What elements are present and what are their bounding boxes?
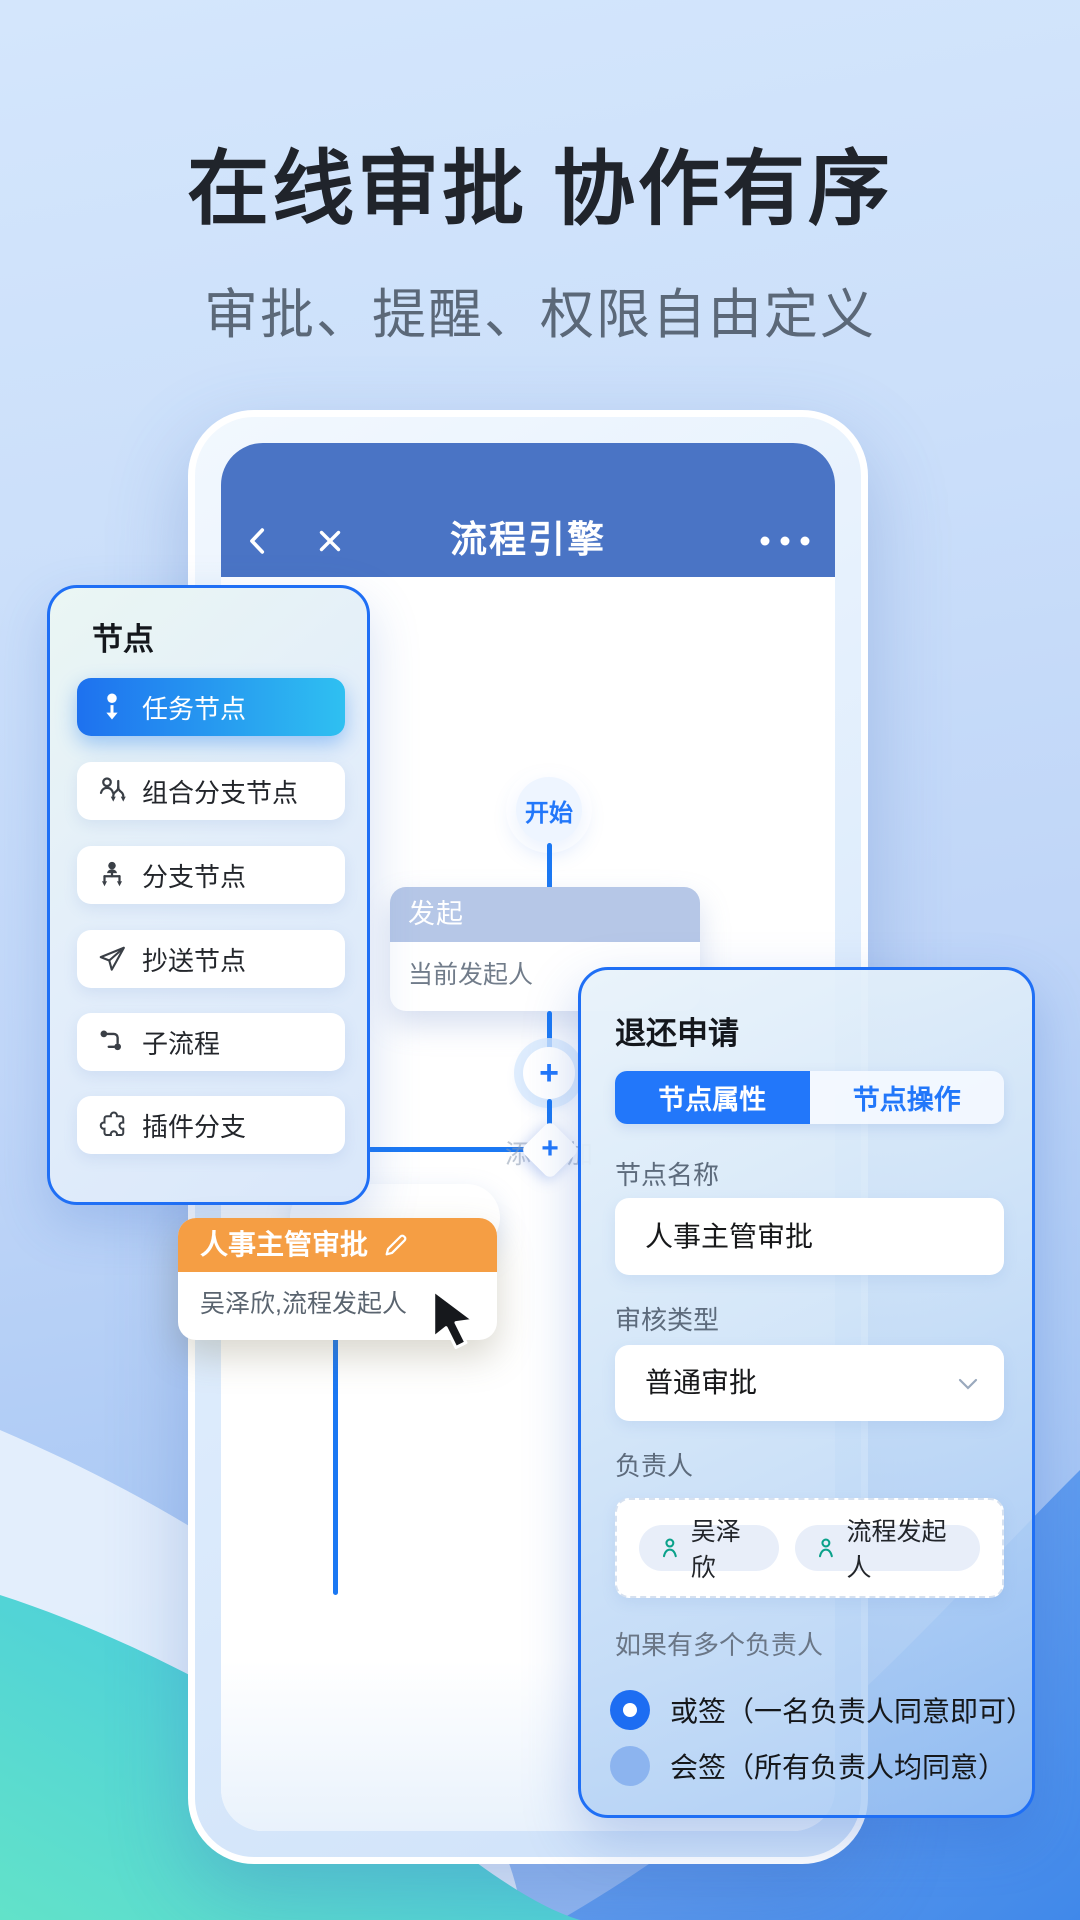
palette-item-branch[interactable]: 分支节点 (77, 846, 345, 904)
palette-item-label: 抄送节点 (142, 945, 247, 976)
branch-icon (102, 861, 122, 887)
palette-item-label: 插件分支 (142, 1111, 247, 1142)
flow-start-node[interactable]: 开始 (516, 777, 582, 843)
node-name-label: 节点名称 (615, 1160, 720, 1190)
props-panel-title: 退还申请 (615, 1016, 739, 1051)
approval-node-subtitle: 吴泽欣,流程发起人 (200, 1290, 407, 1318)
flow-connector (547, 843, 552, 890)
radio-selected-icon[interactable] (610, 1690, 650, 1730)
palette-item-label: 组合分支节点 (142, 777, 299, 808)
palette-item-task-node[interactable]: 任务节点 (77, 678, 345, 736)
palette-item-plugin[interactable]: 插件分支 (77, 1096, 345, 1154)
review-type-select[interactable]: 普通审批 (615, 1345, 1004, 1421)
palette-item-label: 任务节点 (142, 693, 247, 724)
node-name-value: 人事主管审批 (645, 1221, 814, 1252)
edit-pencil-icon[interactable] (382, 1231, 410, 1259)
combo-branch-icon (99, 777, 126, 802)
page-subtitle: 审批、提醒、权限自由定义 (204, 285, 876, 345)
owner-chip[interactable]: 吴泽欣 (639, 1518, 779, 1582)
option-label: 会签（所有负责人均同意） (670, 1752, 1007, 1783)
initiate-node-subtitle: 当前发起人 (408, 961, 534, 989)
send-icon (99, 946, 125, 971)
node-name-input[interactable]: 人事主管审批 (615, 1198, 1004, 1275)
subflow-icon (100, 1030, 121, 1051)
palette-item-combo-branch[interactable]: 组合分支节点 (77, 762, 345, 820)
cursor-pointer-icon (432, 1288, 475, 1350)
option-counter-sign[interactable]: 会签（所有负责人均同意） (610, 1741, 1006, 1791)
owner-label: 负责人 (615, 1451, 694, 1481)
person-icon (662, 1538, 677, 1558)
radio-unselected-icon[interactable] (610, 1746, 650, 1786)
approval-node-title: 人事主管审批 (200, 1229, 369, 1260)
page-title: 在线审批 协作有序 (187, 144, 893, 235)
more-icon[interactable] (757, 531, 813, 551)
owner-chips-card[interactable]: 吴泽欣 流程发起人 (615, 1498, 1004, 1598)
option-or-sign[interactable]: 或签（一名负责人同意即可） (610, 1685, 1035, 1735)
node-properties-panel: 退还申请 节点属性 节点操作 节点名称 人事主管审批 审核类型 普通审批 负责人… (578, 967, 1035, 1818)
palette-item-label: 分支节点 (142, 861, 247, 892)
flow-branch-connector (333, 1149, 338, 1595)
option-label: 或签（一名负责人同意即可） (670, 1696, 1035, 1727)
node-palette-panel: 节点 任务节点 组合分支节点 (47, 585, 370, 1205)
close-icon[interactable] (313, 524, 347, 558)
add-node-button[interactable]: + (523, 1047, 575, 1099)
tab-node-attributes[interactable]: 节点属性 (615, 1071, 810, 1124)
multi-owner-label: 如果有多个负责人 (615, 1630, 824, 1660)
owner-chip-label: 流程发起人 (846, 1518, 947, 1582)
review-type-value: 普通审批 (645, 1367, 758, 1398)
palette-item-cc[interactable]: 抄送节点 (77, 930, 345, 988)
branch-plus-glyph: + (541, 1132, 559, 1165)
node-panel-title: 节点 (92, 622, 154, 657)
app-bar: 流程引擎 (221, 443, 835, 577)
plugin-icon (99, 1111, 125, 1136)
flow-connector (547, 1011, 552, 1049)
palette-item-subflow[interactable]: 子流程 (77, 1013, 345, 1071)
app-title: 流程引擎 (450, 519, 606, 560)
nav-row: 流程引擎 (221, 515, 835, 567)
owner-chip[interactable]: 流程发起人 (794, 1518, 980, 1582)
flow-connector (547, 1099, 552, 1129)
review-type-label: 审核类型 (615, 1305, 720, 1335)
flow-branch-connector (368, 1147, 532, 1152)
initiate-node-title: 发起 (390, 887, 700, 942)
pin-icon (106, 693, 118, 720)
props-tabs: 节点属性 节点操作 (615, 1071, 1004, 1124)
tab-node-actions[interactable]: 节点操作 (809, 1071, 1004, 1124)
person-icon (818, 1538, 833, 1558)
chevron-down-icon (958, 1378, 978, 1390)
back-icon[interactable] (241, 524, 275, 558)
palette-item-label: 子流程 (142, 1028, 221, 1059)
owner-chip-label: 吴泽欣 (690, 1518, 741, 1582)
